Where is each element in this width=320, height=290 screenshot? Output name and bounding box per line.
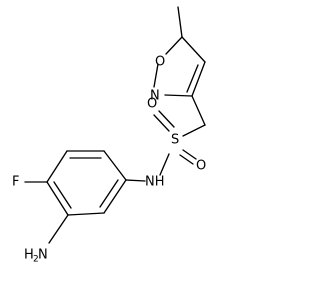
bond-ar-6 [103,179,127,214]
bond-s-o2-b [179,154,194,165]
atom-nitrogen-ring: N [150,89,160,104]
bond-ar-4 [46,181,69,216]
chemical-structure-diagram: O N S O O NH F H 2 N [12,6,207,265]
bond-ar-inner-2 [53,181,72,209]
bond-ar-1 [103,150,127,181]
bond-s-o1-a [153,114,170,132]
bond-methyl [177,6,183,38]
bond-ar-inner-3 [99,179,119,208]
atom-oxygen-sulfonyl-2: O [196,159,206,174]
bond-nh-ring [125,179,146,182]
bond-s-o2-a [182,149,197,160]
bond-ring-c3-n [164,94,193,97]
atom-amine-n: N [38,248,48,263]
bond-ring-c5-c4 [181,36,206,63]
bond-s-nh [159,153,170,176]
bond-ring-n-o [153,63,159,88]
atom-nitrogen-amide: NH [145,175,165,190]
molecule-svg: O N S O O NH F H 2 N [12,6,206,265]
atom-oxygen-sulfonyl-1: O [147,97,157,112]
bond-ar-amine [48,214,69,244]
bond-ring-c4-c3-inner [186,64,199,93]
atom-amine-subscript: 2 [33,255,39,265]
atom-oxygen-ring: O [155,55,165,70]
bond-ring-c4-c3 [191,61,206,97]
bond-ar-3 [46,150,68,183]
bond-ring-o-c5 [165,36,183,55]
bond-c3-ch2 [191,95,206,126]
bond-s-o1-b [158,110,175,128]
bond-ch2-s [182,124,206,137]
atom-fluorine: F [12,175,19,190]
atom-amine-h: H [24,248,34,263]
atom-sulfur: S [171,133,179,148]
bond-ar-5 [67,212,105,216]
